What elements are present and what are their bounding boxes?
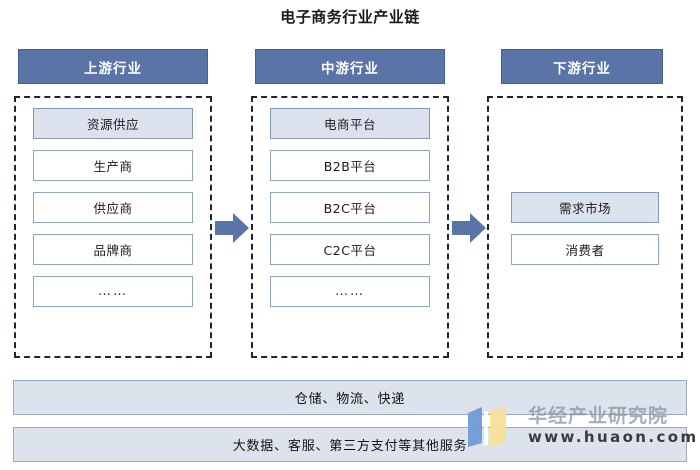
downstream-item-consumer[interactable]: 消费者 <box>511 234 659 265</box>
midstream-item-b2b-platform[interactable]: B2B平台 <box>270 150 430 181</box>
arrow-midstream-to-downstream-icon <box>452 212 486 244</box>
arrow-upstream-to-midstream-icon <box>215 212 249 244</box>
upstream-item-resource-supply[interactable]: 资源供应 <box>33 108 193 139</box>
column-header-downstream: 下游行业 <box>501 49 663 84</box>
upstream-item-supplier[interactable]: 供应商 <box>33 192 193 223</box>
downstream-group: 需求市场 消费者 <box>487 96 683 358</box>
upstream-item-manufacturer[interactable]: 生产商 <box>33 150 193 181</box>
column-header-midstream: 中游行业 <box>255 49 445 84</box>
downstream-item-demand-market[interactable]: 需求市场 <box>511 192 659 223</box>
midstream-item-c2c-platform[interactable]: C2C平台 <box>270 234 430 265</box>
downstream-item-list: 需求市场 消费者 <box>489 192 681 265</box>
upstream-group: 资源供应 生产商 供应商 品牌商 …… <box>14 96 212 358</box>
upstream-item-brand-owner[interactable]: 品牌商 <box>33 234 193 265</box>
midstream-item-list: 电商平台 B2B平台 B2C平台 C2C平台 …… <box>253 108 447 307</box>
midstream-group: 电商平台 B2B平台 B2C平台 C2C平台 …… <box>251 96 449 358</box>
upstream-item-ellipsis[interactable]: …… <box>33 276 193 307</box>
page-title: 电子商务行业产业链 <box>280 8 420 26</box>
service-bar-other-services[interactable]: 大数据、客服、第三方支付等其他服务 <box>13 427 687 462</box>
column-header-upstream: 上游行业 <box>18 49 208 84</box>
midstream-item-ellipsis[interactable]: …… <box>270 276 430 307</box>
midstream-item-ecommerce-platform[interactable]: 电商平台 <box>270 108 430 139</box>
upstream-item-list: 资源供应 生产商 供应商 品牌商 …… <box>16 108 210 307</box>
service-bar-logistics[interactable]: 仓储、物流、快递 <box>13 380 687 415</box>
midstream-item-b2c-platform[interactable]: B2C平台 <box>270 192 430 223</box>
